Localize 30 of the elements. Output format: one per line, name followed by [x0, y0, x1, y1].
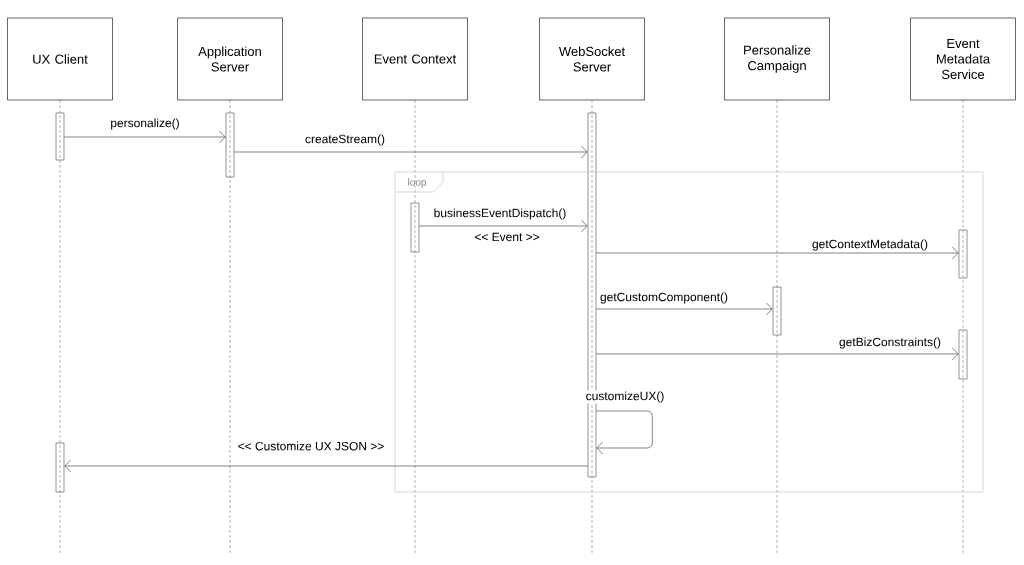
- activation-bar: [410, 202, 420, 253]
- message-arrow: [596, 302, 773, 316]
- activation-bar: [55, 442, 65, 493]
- message-label: customizeUX(): [584, 390, 666, 404]
- message-label: createStream(): [304, 133, 386, 147]
- participant-box: UX Client: [7, 17, 113, 101]
- participant-box: Application Server: [177, 17, 283, 101]
- message-arrow: [64, 459, 588, 473]
- activation-bar: [55, 112, 65, 161]
- message-label: getCustomComponent(): [599, 291, 730, 305]
- message-arrow: [64, 130, 226, 144]
- participant-box: Event Context: [362, 17, 468, 101]
- message-label: << Customize UX JSON >>: [236, 440, 386, 452]
- message-label: businessEventDispatch(): [432, 207, 568, 221]
- activation-bar: [958, 329, 968, 380]
- message-arrow: [596, 347, 959, 361]
- activation-bar: [225, 112, 235, 178]
- message-label: << Event >>: [473, 231, 541, 243]
- activation-bar: [958, 229, 968, 279]
- participant-box: WebSocket Server: [539, 17, 645, 101]
- message-label: getBizConstraints(): [838, 336, 943, 350]
- message-label: personalize(): [109, 117, 181, 131]
- message-arrow: [234, 145, 588, 159]
- message-label: getContextMetadata(): [811, 238, 930, 252]
- message-arrow: [596, 246, 959, 260]
- message-arrow: [419, 219, 588, 233]
- participant-box: Event Metadata Service: [910, 17, 1016, 101]
- message-arrow: [596, 410, 653, 455]
- participant-box: Personalize Campaign: [724, 17, 830, 101]
- activation-bar: [772, 286, 782, 336]
